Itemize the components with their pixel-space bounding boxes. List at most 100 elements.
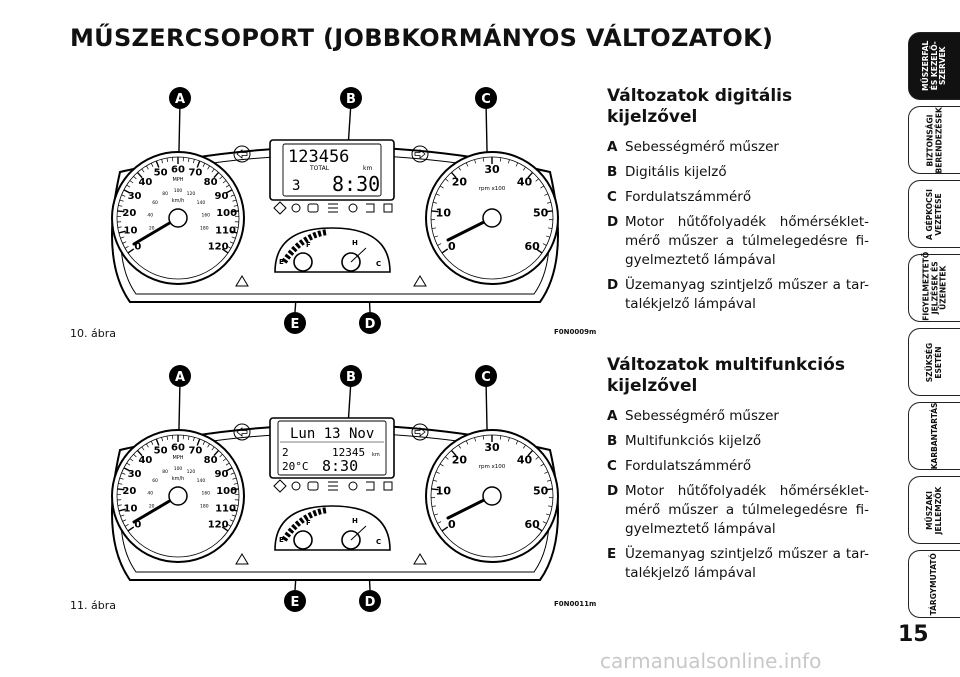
rev-tick (445, 178, 449, 182)
rev-label: 60 (524, 518, 540, 531)
page-title: MŰSZERCSOPORT (JOBBKORMÁNYOS VÁLTOZATOK) (70, 24, 774, 52)
speed-inner-label: 180 (200, 226, 209, 232)
speed-tick (117, 488, 125, 491)
tab-warnings[interactable]: FIGYELMEZTETŐ JELZÉSEK ÉS ÜZENETEK (908, 252, 960, 322)
speed-label: 80 (204, 177, 218, 188)
svg-text:km/h: km/h (172, 476, 185, 482)
svg-text:km: km (372, 452, 380, 458)
speed-tick (118, 230, 126, 234)
svg-text:A: A (175, 92, 185, 107)
speed-label: 20 (122, 486, 136, 497)
speed-tick (141, 168, 145, 173)
speed-tick (225, 467, 233, 472)
hazard-warning-icon (235, 275, 427, 287)
speed-inner-label: 160 (201, 490, 210, 496)
speed-tick (155, 438, 160, 446)
speed-tick (129, 458, 134, 462)
rev-label: 60 (524, 240, 540, 253)
speed-tick (233, 483, 238, 485)
rev-label: 20 (452, 175, 468, 188)
svg-text:D: D (365, 595, 376, 610)
speed-tick (227, 524, 232, 527)
speed-tick (233, 205, 238, 207)
rev-tick (515, 162, 519, 167)
rev-label: 30 (484, 163, 500, 176)
rev-tick (465, 440, 469, 445)
tab-safety[interactable]: BIZTONSÁGI BERENDEZÉSEK (908, 106, 960, 174)
speed-tick (207, 165, 210, 170)
speed-tick (146, 165, 149, 170)
speed-tick (213, 171, 220, 179)
tab-instruments[interactable]: MŰSZERFAL ÉS KEZELŐ- SZERVEK (908, 32, 960, 100)
svg-text:rpm x100: rpm x100 (479, 186, 506, 192)
speed-tick (146, 443, 149, 448)
svg-text:B: B (346, 92, 356, 107)
speed-label: 30 (128, 469, 142, 480)
speed-tick (127, 248, 135, 254)
rev-tick (546, 479, 552, 482)
speed-tick (117, 504, 122, 506)
tab-specifications[interactable]: MŰSZAKI JELLEMZŐK (908, 476, 960, 544)
svg-text:F: F (306, 241, 311, 249)
speed-tick (231, 488, 239, 491)
turn-right-icon (411, 423, 429, 441)
svg-text:C: C (376, 260, 381, 268)
tab-index[interactable]: TÁRGYMUTATÓ (908, 550, 960, 618)
speed-tick (118, 483, 123, 485)
tab-emergency[interactable]: SZÜKSÉG ESETÉN (908, 328, 960, 396)
speed-tick (229, 519, 234, 522)
svg-text:C: C (481, 92, 491, 107)
svg-text:2: 2 (282, 446, 289, 459)
rev-tick (508, 159, 510, 164)
speed-tick (219, 454, 223, 458)
speed-tick (129, 180, 134, 184)
speed-tick (225, 462, 230, 466)
speed-tick (230, 230, 238, 234)
speed-tick (124, 524, 129, 527)
speed-ticks (117, 435, 239, 532)
svg-text:A: A (175, 370, 185, 385)
speed-tick (150, 441, 154, 445)
figure-code: F0N0011m (554, 600, 597, 608)
speed-label: 40 (138, 177, 152, 188)
tab-driving[interactable]: A GÉPKOCSI VEZETÉSE (908, 180, 960, 248)
speed-tick (122, 519, 127, 522)
rev-tick (482, 435, 485, 440)
speed-tick (196, 160, 201, 168)
svg-text:E: E (291, 317, 300, 332)
speed-inner-label: 100 (174, 466, 183, 472)
rev-label: 30 (484, 441, 500, 454)
rev-tick (544, 471, 549, 474)
speed-tick (117, 226, 122, 228)
speed-label: 70 (188, 168, 202, 179)
speed-tick (118, 508, 126, 512)
tab-maintenance[interactable]: KARBANTARTÁS (908, 402, 960, 470)
speed-inner-label: 40 (147, 212, 153, 218)
rev-tick (431, 227, 436, 229)
rev-label: 50 (533, 484, 549, 497)
turn-right-icon (411, 145, 429, 163)
figure-caption: 11. ábra (70, 599, 116, 612)
svg-text:B: B (346, 370, 356, 385)
speed-inner-label: 60 (152, 478, 158, 484)
speed-tick (222, 458, 227, 462)
rev-tick (433, 235, 439, 238)
rev-tick (544, 193, 549, 196)
rev-label: 40 (517, 453, 533, 466)
speed-inner-label: 180 (200, 504, 209, 510)
rev-tick (535, 178, 539, 182)
speed-tick (121, 472, 126, 475)
speed-tick (166, 435, 169, 441)
speed-inner-label: 40 (147, 490, 153, 496)
speed-tick (232, 477, 237, 480)
rev-tick (545, 513, 551, 516)
